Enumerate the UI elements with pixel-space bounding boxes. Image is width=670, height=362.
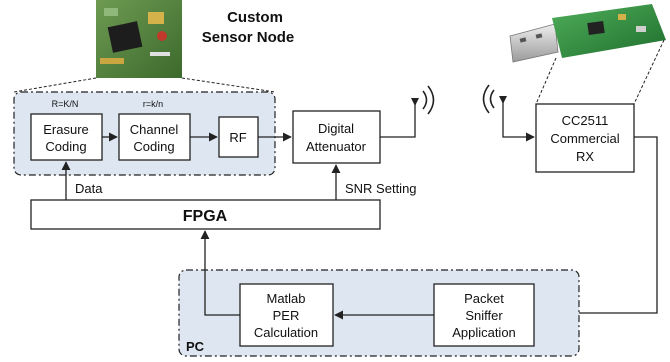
tx-antenna-feed xyxy=(380,100,416,138)
tx-antenna-icon xyxy=(411,85,435,115)
digital-attenuator-block xyxy=(292,110,381,164)
zoom-line-right xyxy=(181,77,276,93)
cc2511-receiver-block xyxy=(535,103,635,173)
receiver-line1: CC2511 xyxy=(562,113,609,128)
zoom-line-rx-right xyxy=(633,39,665,105)
data-signal-label: Data xyxy=(75,181,103,196)
channel-coding-line2: Coding xyxy=(133,139,174,154)
sniffer-line3: Application xyxy=(452,325,516,340)
erasure-coding-line2: Coding xyxy=(45,139,86,154)
matlab-per-block xyxy=(239,283,334,347)
zoom-line-left xyxy=(13,77,97,93)
matlab-line2: PER xyxy=(273,308,300,323)
erasure-coding-line1: Erasure xyxy=(43,122,89,137)
matlab-line3: Calculation xyxy=(254,325,318,340)
fpga-block xyxy=(30,199,381,230)
zoom-line-rx-left xyxy=(535,57,557,105)
erasure-coding-block xyxy=(30,113,103,161)
channel-coding-block xyxy=(118,113,191,161)
receiver-dongle-photo xyxy=(509,4,666,63)
digital-attenuator-line1: Digital xyxy=(318,121,354,136)
arrow-matlab-to-fpga xyxy=(200,230,240,316)
snr-setting-label: SNR Setting xyxy=(345,181,417,196)
sniffer-line1: Packet xyxy=(464,291,504,306)
channel-coding-line1: Channel xyxy=(130,122,179,137)
rf-block xyxy=(218,116,259,158)
sensor-node-photo xyxy=(96,0,182,78)
receiver-line2: Commercial xyxy=(550,131,619,146)
packet-sniffer-block xyxy=(433,283,535,347)
sensor-node-title-line2: Sensor Node xyxy=(202,29,295,46)
arrow-receiver-to-sniffer xyxy=(535,136,658,318)
rf-label: RF xyxy=(229,130,246,145)
fpga-label: FPGA xyxy=(183,208,228,225)
receiver-line3: RX xyxy=(576,149,594,164)
digital-attenuator-line2: Attenuator xyxy=(306,139,367,154)
matlab-line1: Matlab xyxy=(266,291,305,306)
pc-label: PC xyxy=(186,339,205,354)
channel-rate-label: r=k/n xyxy=(143,99,163,109)
arrow-rx-antenna-to-receiver xyxy=(502,100,535,142)
erasure-rate-label: R=K/N xyxy=(52,99,79,109)
sniffer-line2: Sniffer xyxy=(465,308,503,323)
sensor-node-title-line1: Custom xyxy=(227,9,283,26)
